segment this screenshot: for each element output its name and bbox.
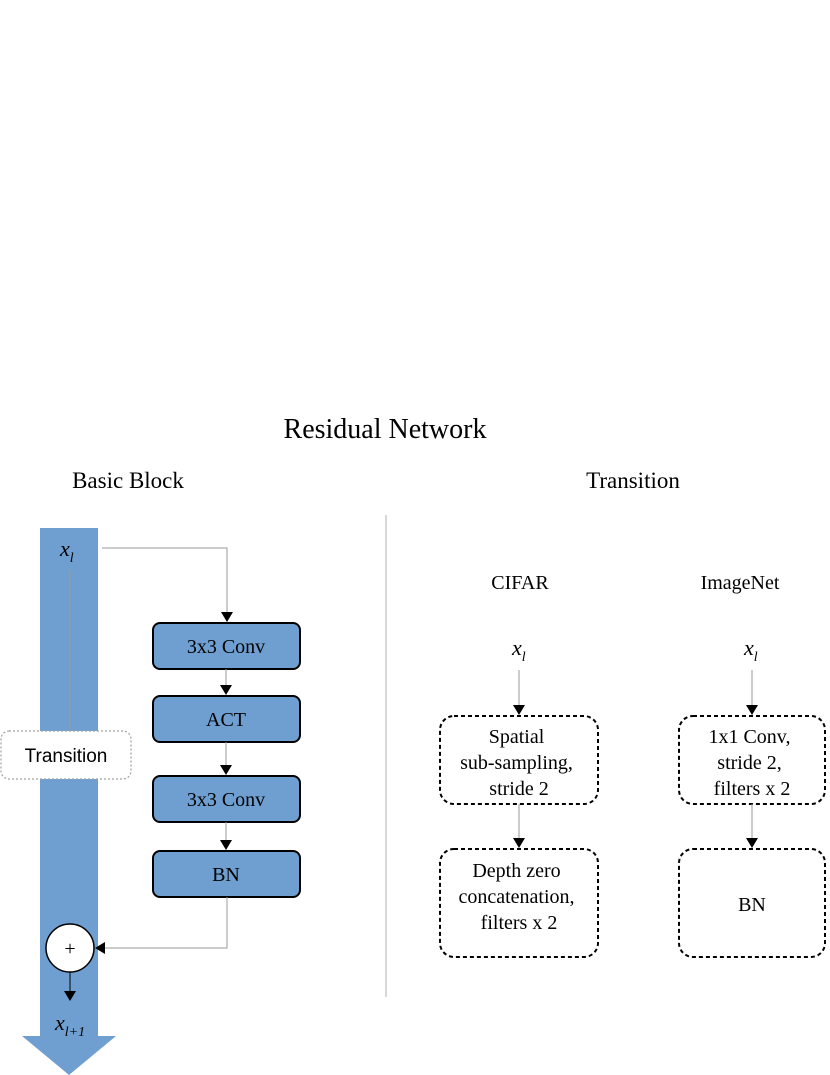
cifar-input-label: xl: [511, 635, 526, 665]
basic-block-heading: Basic Block: [72, 468, 184, 493]
imagenet-conv-label: 1x1 Conv, stride 2, filters x 2: [708, 726, 795, 800]
cifar-concat-box: [439, 848, 599, 958]
block-act-label: ACT: [206, 709, 246, 731]
highway-arrow: [22, 528, 116, 1075]
transition-heading: Transition: [586, 468, 680, 493]
imagenet-input-label: xl: [743, 635, 758, 665]
imagenet-column: ImageNet xl 1x1 Conv, stride 2, filters …: [678, 572, 826, 958]
block-conv1-label: 3x3 Conv: [187, 636, 265, 658]
cifar-heading: CIFAR: [491, 572, 549, 594]
residual-branch-line: [102, 547, 233, 622]
residual-return-line: [95, 897, 228, 954]
cifar-column: CIFAR xl Spatial sub-sampling, stride 2 …: [439, 572, 599, 958]
cifar-subsampling-box: [439, 715, 599, 805]
block-conv2-label: 3x3 Conv: [187, 789, 265, 811]
output-label-xl1: xl+1: [54, 1010, 85, 1040]
input-label-xl: xl: [59, 536, 74, 566]
imagenet-bn-label: BN: [738, 894, 766, 916]
diagram-title: Residual Network: [284, 414, 487, 445]
transition-label: Transition: [25, 746, 108, 767]
imagenet-bn-box: [678, 848, 826, 958]
cifar-subsampling-label: Spatial sub-sampling, stride 2: [460, 726, 578, 800]
transition-box: [0, 730, 132, 780]
residual-blocks: 3x3 Conv ACT 3x3 Conv BN: [152, 622, 301, 898]
cifar-concat-label: Depth zero concatenation, filters x 2: [458, 860, 579, 934]
block-bn-label: BN: [212, 864, 240, 886]
imagenet-heading: ImageNet: [701, 572, 780, 594]
adder-symbol: +: [64, 938, 75, 960]
